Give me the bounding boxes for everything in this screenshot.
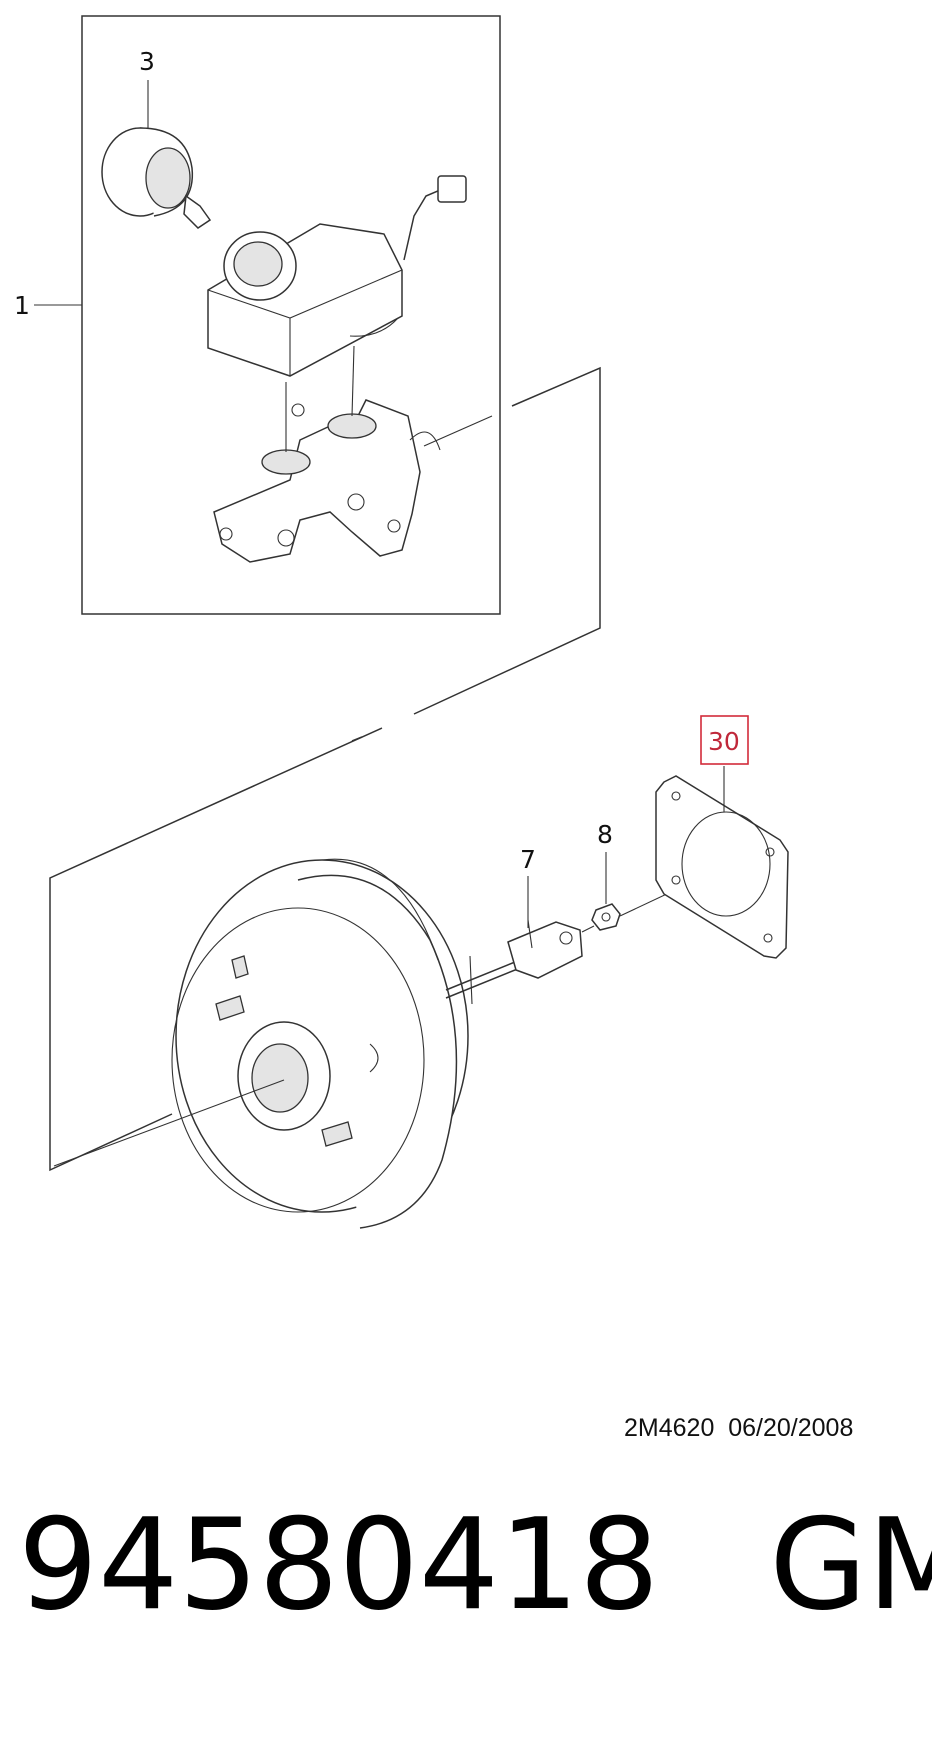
brake-booster-icon [53,858,521,1229]
booster-frame-lower [49,727,383,1172]
callout-3: 3 [139,47,155,76]
callout-30-highlight-box [700,715,749,765]
callout-8: 8 [597,820,613,849]
booster-frame [413,366,601,715]
assembly-frame [81,15,501,615]
nut-icon [591,903,621,931]
callout-30: 30 [708,727,740,756]
drawing-reference: 2M4620 06/20/2008 [624,1414,853,1442]
master-cylinder-leader [423,415,493,447]
part-number-footer: 94580418 GM [18,1490,932,1640]
reservoir-icon [207,175,467,377]
callout-7: 7 [520,845,536,874]
reservoir-cap-icon [101,127,212,229]
brand: GM [769,1491,932,1638]
clevis-icon [507,919,583,979]
callout-1: 1 [14,291,30,320]
master-cylinder-icon [213,345,441,563]
gasket-icon [655,775,789,959]
part-number: 94580418 [18,1491,660,1638]
